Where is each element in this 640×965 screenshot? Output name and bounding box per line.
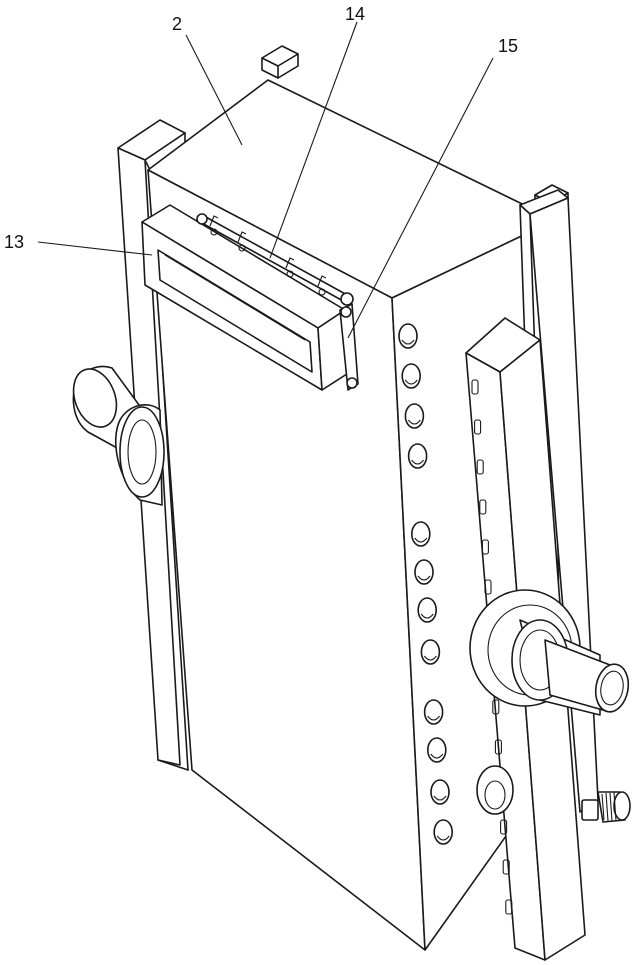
callout-15: 15 (498, 36, 518, 56)
top-connector-left (261, 45, 299, 79)
left-shaft (72, 365, 165, 506)
callout-2: 2 (172, 14, 182, 34)
side-hole (410, 521, 431, 547)
right-shaft (469, 589, 630, 716)
side-hole (426, 737, 447, 763)
side-holes (398, 323, 454, 845)
bar-tooth (476, 459, 484, 475)
callout-14: 14 (345, 4, 365, 24)
leader-lines (37, 21, 494, 339)
side-hole (417, 597, 438, 623)
bar-tooth (502, 859, 510, 875)
side-hole (423, 699, 444, 725)
side-hole (404, 403, 425, 429)
bar-tooth (492, 699, 500, 715)
side-hole (407, 443, 428, 469)
bar-tooth (474, 419, 482, 435)
side-hole (414, 559, 434, 585)
bar-tooth (471, 379, 479, 395)
bar-tooth (494, 739, 502, 755)
bar-tooth (484, 579, 492, 595)
bar-tooth (505, 899, 513, 915)
side-hole (420, 639, 441, 665)
side-hole (430, 779, 450, 805)
bar-tooth (479, 499, 487, 515)
side-hole (433, 819, 454, 845)
side-hole (401, 363, 422, 389)
small-wheel (476, 765, 514, 815)
adjust-knob (581, 791, 631, 823)
callout-13: 13 (4, 232, 24, 252)
bar-tooth (481, 539, 489, 555)
shaft-14 (196, 213, 354, 306)
side-hole (398, 323, 418, 349)
bar-tooth (500, 819, 508, 835)
panel-13 (141, 204, 351, 391)
lever-15 (339, 303, 359, 391)
